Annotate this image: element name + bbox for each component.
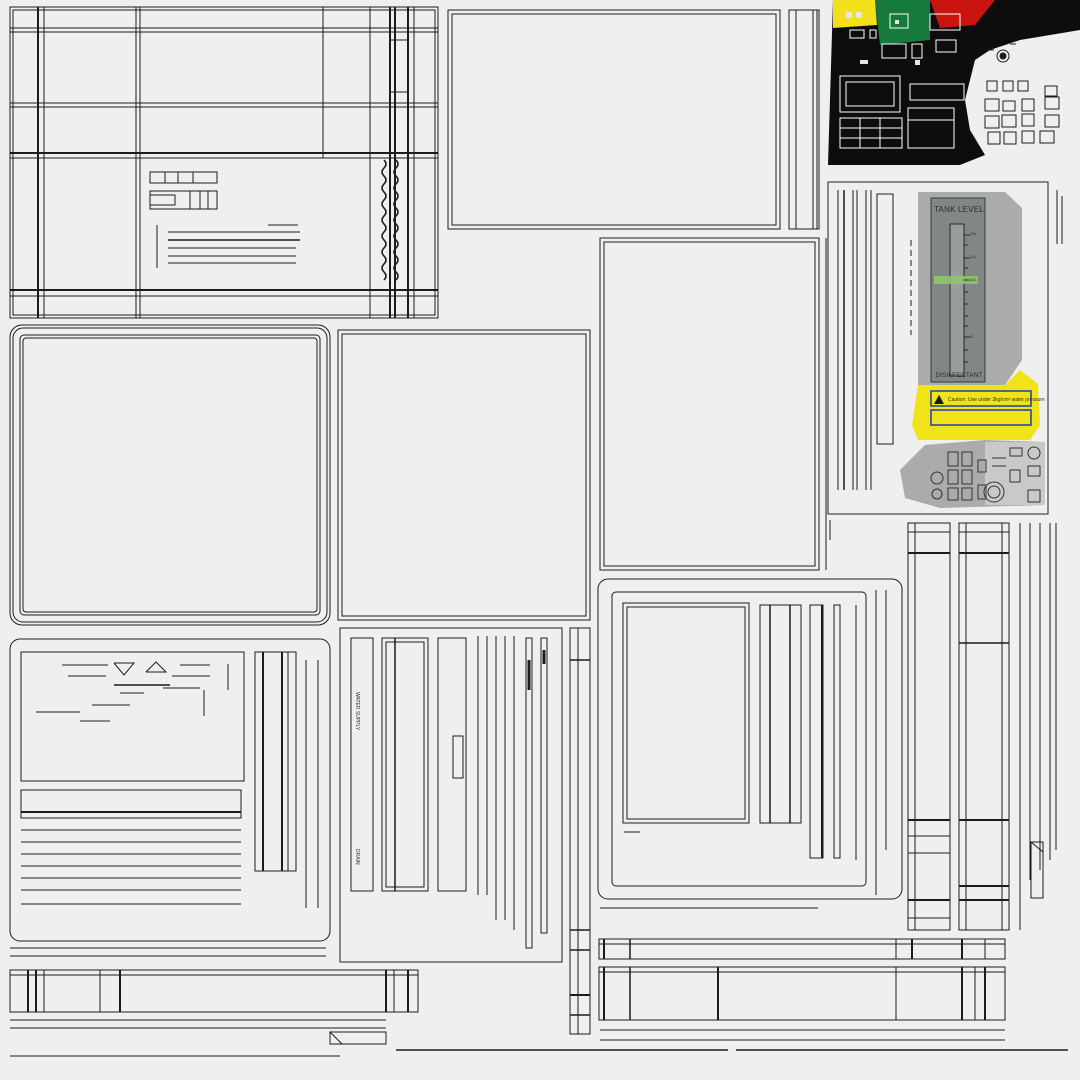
uv-island-rear-panel (598, 579, 902, 908)
scale-mark-12l: 12L (970, 254, 977, 259)
uv-island-decal-sheet (828, 0, 1080, 165)
uv-island-side-panel (600, 238, 830, 570)
disinfectant-label: DISINFECTANT (935, 372, 983, 379)
uv-island-tank-frame (828, 182, 1062, 514)
uv-island-top-panel (448, 10, 819, 229)
scale-mark-15l: 15L (970, 231, 977, 236)
drain-label: DRAIN (354, 849, 360, 865)
uv-island-water-panel (340, 628, 562, 962)
uv-island-small-pieces (985, 44, 1059, 144)
uv-island-side-columns (908, 523, 1056, 930)
scale-mark-10l: 10L (970, 277, 977, 282)
uv-island-control-panel (10, 639, 330, 956)
caution-label: Caution: Use under 3kg/cm² water pressur… (948, 397, 1045, 403)
uv-island-rounded-door (10, 325, 330, 625)
uv-island-vertical-strip (570, 628, 590, 1034)
uv-island-tank-decal (900, 192, 1045, 508)
uv-island-bottom-bars-left (10, 970, 418, 1056)
uv-island-square-panel (338, 330, 590, 620)
water-supply-label: WATER SUPPLY (354, 692, 360, 731)
uv-island-front-frame (10, 7, 438, 318)
tank-level-title: TANK LEVEL (934, 205, 984, 214)
uv-island-bottom-bars-right (396, 939, 1068, 1050)
scale-mark-3l: 3L (970, 334, 975, 339)
